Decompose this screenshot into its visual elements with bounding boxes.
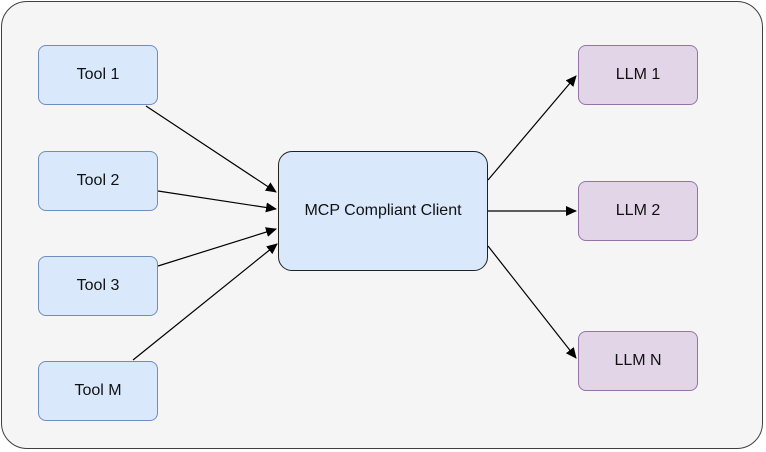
llm-1-label: LLM 1 bbox=[615, 66, 661, 83]
mcp-client-node: MCP Compliant Client bbox=[278, 151, 488, 271]
tool-m-label: Tool M bbox=[74, 382, 122, 399]
tool-m-node: Tool M bbox=[38, 361, 158, 421]
llm-n-node: LLM N bbox=[578, 331, 698, 391]
tool-3-node: Tool 3 bbox=[38, 256, 158, 316]
tool-1-label: Tool 1 bbox=[76, 66, 120, 83]
llm-2-label: LLM 2 bbox=[615, 202, 661, 219]
tool-2-label: Tool 2 bbox=[76, 172, 120, 189]
edge-tool2-to-client bbox=[157, 190, 277, 213]
llm-n-label: LLM N bbox=[614, 352, 662, 369]
edge-tool3-to-client bbox=[157, 227, 277, 267]
edge-toolm-to-client bbox=[132, 243, 278, 361]
edge-client-to-llm1 bbox=[487, 75, 577, 181]
edge-client-to-llmn bbox=[487, 245, 577, 359]
tool-3-label: Tool 3 bbox=[76, 277, 120, 294]
tool-1-node: Tool 1 bbox=[38, 45, 158, 105]
llm-2-node: LLM 2 bbox=[578, 181, 698, 241]
tool-2-node: Tool 2 bbox=[38, 151, 158, 211]
mcp-client-label: MCP Compliant Client bbox=[304, 202, 462, 219]
llm-1-node: LLM 1 bbox=[578, 45, 698, 105]
edge-tool1-to-client bbox=[145, 105, 277, 193]
